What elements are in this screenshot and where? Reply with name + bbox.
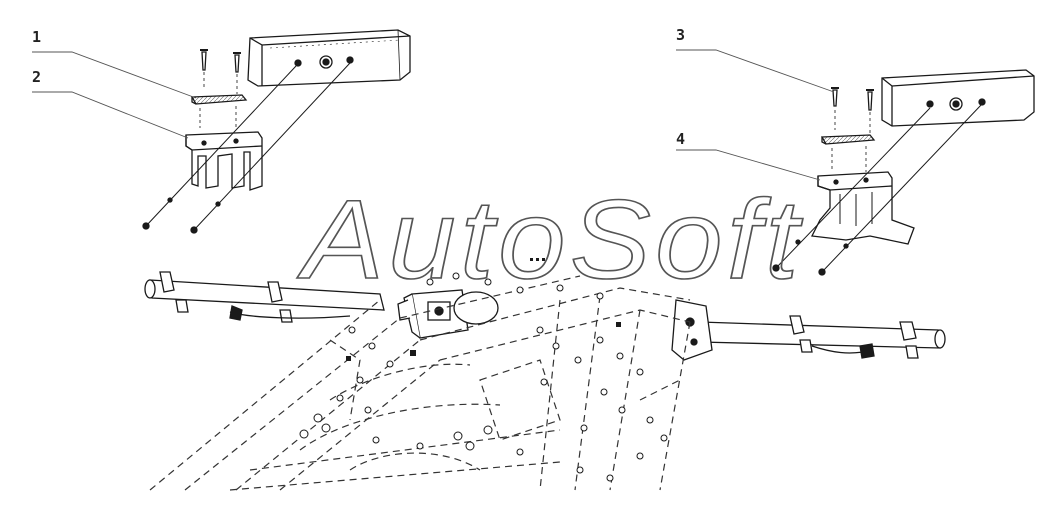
right-lamp-assembly [772,69,1035,276]
frame-details [346,258,621,361]
callout-4: 4 [676,130,686,148]
callout-leaders [32,49,835,181]
callout-3: 3 [676,26,686,44]
watermark-text: AutoSoft [297,178,803,298]
right-bolts [772,103,983,276]
left-lamp-assembly [142,29,411,234]
left-bracket [185,131,263,191]
autosoft-watermark: AutoSoft [296,178,803,298]
chassis-frame-outline [149,275,691,491]
left-rear-lamp [247,29,411,87]
callout-2: 2 [32,68,42,86]
callout-1: 1 [32,28,42,46]
right-clip [820,134,876,172]
right-screws [831,87,874,134]
right-bracket [811,171,915,245]
right-rear-lamp [881,69,1035,127]
left-screws [200,49,241,94]
left-bolts [142,62,351,234]
left-clip [190,94,248,130]
frame-fasteners [299,272,668,482]
